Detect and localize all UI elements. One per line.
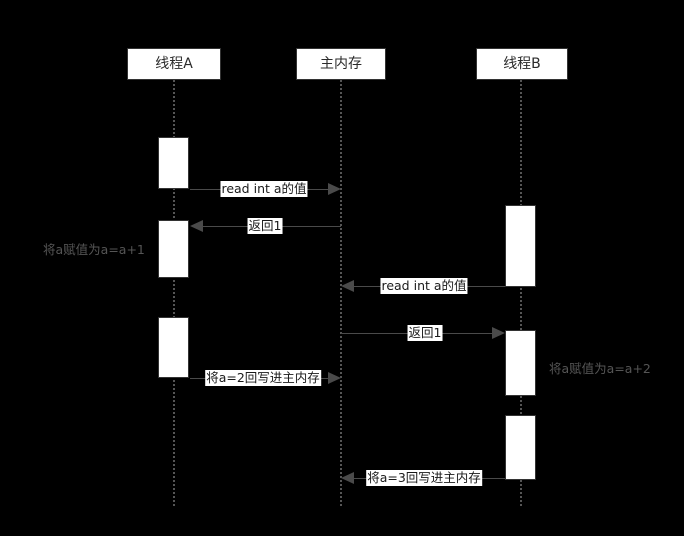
activation-bar-thread-a-3 [158,317,189,378]
lifeline-main-memory [340,80,342,506]
message-arrowhead-1 [328,183,341,195]
activation-bar-thread-b-1 [505,205,536,287]
lifeline-thread-a [173,80,175,506]
message-label-writeback-a2: 将a=2回写进主内存 [205,370,321,386]
activation-bar-thread-b-3 [505,415,536,480]
note-assign-a-plus-1: 将a赋值为a=a+1 [43,242,145,257]
message-label-read-a-value-1: read int a的值 [220,181,308,197]
participant-thread-a[interactable]: 线程A [127,48,221,80]
message-arrowhead-6 [341,472,354,484]
message-label-writeback-a3: 将a=3回写进主内存 [366,470,482,486]
message-arrowhead-2 [190,220,203,232]
note-assign-a-plus-2: 将a赋值为a=a+2 [549,361,651,376]
message-arrowhead-4 [492,327,505,339]
participant-thread-b[interactable]: 线程B [476,48,568,80]
lifeline-thread-b [520,80,522,506]
participant-main-memory[interactable]: 主内存 [296,48,386,80]
message-arrowhead-3 [341,280,354,292]
activation-bar-thread-a-1 [158,137,189,189]
message-label-read-a-value-2: read int a的值 [380,278,468,294]
message-label-return-1-b: 返回1 [407,325,443,341]
activation-bar-thread-b-2 [505,330,536,396]
message-arrowhead-5 [328,372,341,384]
activation-bar-thread-a-2 [158,220,189,278]
message-label-return-1-a: 返回1 [247,218,283,234]
